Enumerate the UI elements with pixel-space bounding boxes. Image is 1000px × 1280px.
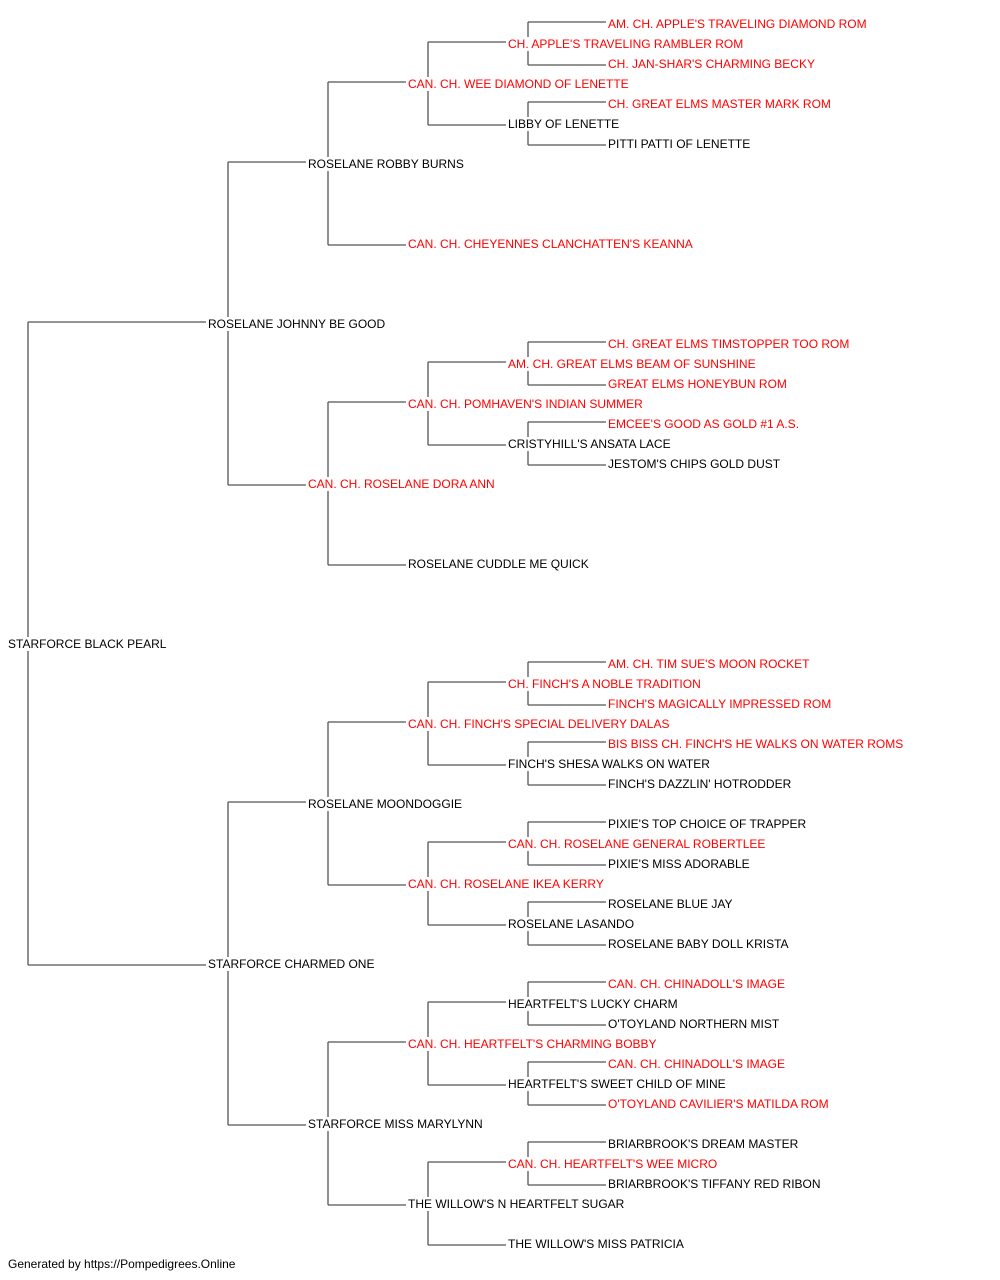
grandparent: STARFORCE MISS MARYLYNN xyxy=(308,1117,485,1131)
gen5-ancestor: CAN. CH. CHINADOLL'S IMAGE xyxy=(608,1057,787,1071)
gen4-ancestor: HEARTFELT'S LUCKY CHARM xyxy=(508,997,680,1011)
grandparent: CAN. CH. ROSELANE DORA ANN xyxy=(308,477,497,491)
gen5-ancestor: O'TOYLAND CAVILIER'S MATILDA ROM xyxy=(608,1097,831,1111)
gen5-ancestor: CH. GREAT ELMS MASTER MARK ROM xyxy=(608,97,833,111)
subject-dog: STARFORCE BLACK PEARL xyxy=(8,637,169,651)
gen5-ancestor: AM. CH. TIM SUE'S MOON ROCKET xyxy=(608,657,812,671)
gen4-ancestor: FINCH'S SHESA WALKS ON WATER xyxy=(508,757,712,771)
gen5-ancestor: BRIARBROOK'S DREAM MASTER xyxy=(608,1137,801,1151)
gen5-ancestor: ROSELANE BABY DOLL KRISTA xyxy=(608,937,791,951)
gen4-ancestor: THE WILLOW'S MISS PATRICIA xyxy=(508,1237,686,1251)
gen4-ancestor: AM. CH. GREAT ELMS BEAM OF SUNSHINE xyxy=(508,357,758,371)
great-grandparent: CAN. CH. ROSELANE IKEA KERRY xyxy=(408,877,606,891)
gen5-ancestor: ROSELANE BLUE JAY xyxy=(608,897,735,911)
gen4-ancestor: CH. FINCH'S A NOBLE TRADITION xyxy=(508,677,703,691)
gen5-ancestor: GREAT ELMS HONEYBUN ROM xyxy=(608,377,789,391)
gen5-ancestor: FINCH'S MAGICALLY IMPRESSED ROM xyxy=(608,697,834,711)
gen4-ancestor: CAN. CH. ROSELANE GENERAL ROBERTLEE xyxy=(508,837,768,851)
gen5-ancestor: PIXIE'S MISS ADORABLE xyxy=(608,857,752,871)
great-grandparent: CAN. CH. FINCH'S SPECIAL DELIVERY DALAS xyxy=(408,717,672,731)
great-grandparent: CAN. CH. CHEYENNES CLANCHATTEN'S KEANNA xyxy=(408,237,695,251)
grandparent: ROSELANE MOONDOGGIE xyxy=(308,797,465,811)
gen5-ancestor: BIS BISS CH. FINCH'S HE WALKS ON WATER R… xyxy=(608,737,906,751)
gen5-ancestor: CAN. CH. CHINADOLL'S IMAGE xyxy=(608,977,787,991)
gen5-ancestor: CH. JAN-SHAR'S CHARMING BECKY xyxy=(608,57,817,71)
great-grandparent: THE WILLOW'S N HEARTFELT SUGAR xyxy=(408,1197,627,1211)
great-grandparent: CAN. CH. POMHAVEN'S INDIAN SUMMER xyxy=(408,397,645,411)
generated-by-footer: Generated by https://Pompedigrees.Online xyxy=(8,1257,236,1271)
gen5-ancestor: PITTI PATTI OF LENETTE xyxy=(608,137,753,151)
gen4-ancestor: CH. APPLE'S TRAVELING RAMBLER ROM xyxy=(508,37,746,51)
gen4-ancestor: CAN. CH. HEARTFELT'S WEE MICRO xyxy=(508,1157,720,1171)
gen5-ancestor: BRIARBROOK'S TIFFANY RED RIBON xyxy=(608,1177,823,1191)
gen5-ancestor: FINCH'S DAZZLIN' HOTRODDER xyxy=(608,777,794,791)
gen5-ancestor: CH. GREAT ELMS TIMSTOPPER TOO ROM xyxy=(608,337,852,351)
gen5-ancestor: AM. CH. APPLE'S TRAVELING DIAMOND ROM xyxy=(608,17,869,31)
sire: ROSELANE JOHNNY BE GOOD xyxy=(208,317,388,331)
gen5-ancestor: O'TOYLAND NORTHERN MIST xyxy=(608,1017,782,1031)
gen4-ancestor: CRISTYHILL'S ANSATA LACE xyxy=(508,437,673,451)
great-grandparent: CAN. CH. HEARTFELT'S CHARMING BOBBY xyxy=(408,1037,659,1051)
gen4-ancestor: ROSELANE LASANDO xyxy=(508,917,637,931)
gen5-ancestor: PIXIE'S TOP CHOICE OF TRAPPER xyxy=(608,817,809,831)
gen4-ancestor: HEARTFELT'S SWEET CHILD OF MINE xyxy=(508,1077,728,1091)
gen4-ancestor: LIBBY OF LENETTE xyxy=(508,117,622,131)
grandparent: ROSELANE ROBBY BURNS xyxy=(308,157,466,171)
gen5-ancestor: EMCEE'S GOOD AS GOLD #1 A.S. xyxy=(608,417,802,431)
gen5-ancestor: JESTOM'S CHIPS GOLD DUST xyxy=(608,457,783,471)
great-grandparent: CAN. CH. WEE DIAMOND OF LENETTE xyxy=(408,77,631,91)
great-grandparent: ROSELANE CUDDLE ME QUICK xyxy=(408,557,591,571)
dam: STARFORCE CHARMED ONE xyxy=(208,957,377,971)
